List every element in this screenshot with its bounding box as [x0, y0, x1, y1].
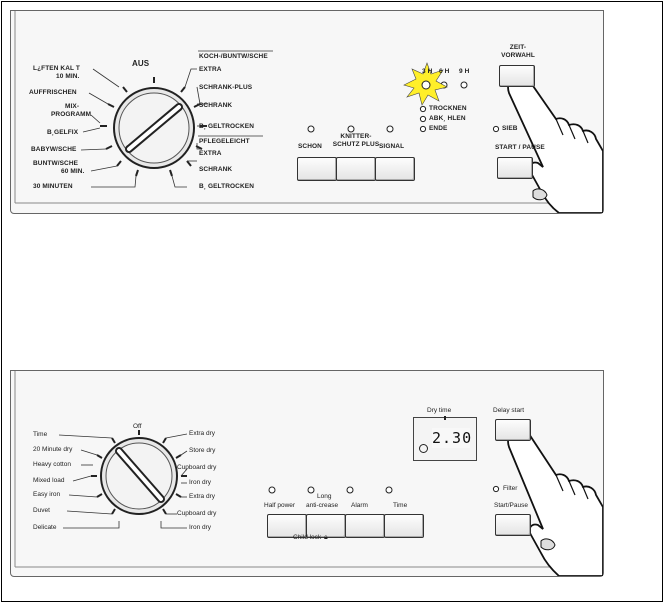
start-pause-label: Start/Pause: [494, 502, 528, 509]
child-lock-label: Child lock: [293, 534, 322, 541]
anti-crease-label: anti-crease: [306, 502, 339, 509]
timer-6h-label: 6 H: [439, 68, 450, 75]
time-label: Time: [393, 502, 408, 509]
pointing-hand-icon: [507, 427, 603, 576]
dial-label-20min: 20 Minute dry: [33, 446, 73, 453]
delay-start-button[interactable]: [495, 419, 531, 441]
dry-time-label: Dry time: [427, 407, 452, 414]
dial-label-ironfix: B¸GELFIX: [47, 129, 79, 136]
lock-icon: 🔒︎: [324, 534, 328, 541]
delay-start-button[interactable]: [499, 65, 535, 87]
start-pause-button[interactable]: [497, 157, 533, 179]
start-pause-label: START / PAUSE: [495, 144, 545, 151]
dial-label-delicate: Delicate: [33, 524, 57, 531]
dial-label-mix: MIX-: [65, 103, 80, 110]
dial-label-iron-2: B¸ GELTROCKEN: [199, 183, 254, 190]
dial-label-air-cold: L¿FTEN KAL T: [33, 65, 80, 72]
dial-label-cook: KOCH-/BUNTW/SCHE: [199, 53, 268, 60]
top-panel-graphics: [14, 11, 603, 213]
dial-label-cupboard-1: SCHRANK: [199, 102, 233, 109]
dial-label-easycare: PFLEGELEICHT: [199, 138, 250, 145]
dial-label-refresh: AUFFRISCHEN: [29, 89, 77, 96]
pointing-hand-icon: [507, 73, 603, 213]
status-cooling: ABK¸ HLEN: [429, 115, 466, 122]
dial-label-program: PROGRAMM: [51, 111, 92, 118]
dial-label-30min: 30 MINUTEN: [33, 183, 73, 190]
dial-label-store-dry: Store dry: [189, 447, 216, 454]
dial-label-10min: 10 MIN.: [56, 73, 80, 80]
dial-label-cupboard-plus: SCHRANK-PLUS: [199, 84, 253, 91]
alarm-button[interactable]: [345, 514, 385, 538]
status-drying: TROCKNEN: [429, 105, 467, 112]
display-value: 2.30: [432, 428, 473, 448]
dial-label-extra-dry-2: Extra dry: [189, 493, 216, 500]
filter-label: Filter: [503, 485, 518, 492]
filter-label: SIEB: [502, 125, 518, 132]
gentle-button[interactable]: [297, 157, 337, 181]
time-button[interactable]: [384, 514, 424, 538]
signal-button[interactable]: [375, 157, 415, 181]
dial-label-extra-dry-1: Extra dry: [189, 430, 216, 437]
timer-9h-label: 9 H: [459, 68, 470, 75]
status-end: ENDE: [429, 125, 448, 132]
dial-label-cupboard-2: SCHRANK: [199, 166, 233, 173]
half-power-label: Half power: [264, 502, 296, 509]
dial-label-iron-dry-2: Iron dry: [189, 524, 212, 531]
dial-label-iron-dry-1: Iron dry: [189, 479, 212, 486]
dial-label-cupboard-dry-2: Cupboard dry: [177, 510, 217, 517]
dial-label-extra-2: EXTRA: [199, 150, 222, 157]
bottom-control-panel: Off Time 20 Minute dry Heavy cotton Mixe…: [10, 370, 604, 577]
gentle-label: SCHON: [298, 143, 322, 150]
dial-label-off: Off: [133, 423, 142, 430]
dial-label-60min: 60 MIN.: [61, 168, 85, 175]
half-power-button[interactable]: [267, 514, 307, 538]
anti-crease-label-1: KNITTER-: [340, 133, 372, 140]
signal-label: SIGNAL: [379, 143, 405, 150]
long-label: Long: [317, 493, 332, 500]
dial-label-mixed: Mixed load: [33, 477, 65, 484]
delay-label-1: ZEIT-: [509, 44, 527, 51]
delay-start-label: Delay start: [493, 407, 525, 414]
clock-icon: [419, 444, 428, 453]
delay-label-2: VORWAHL: [501, 52, 535, 59]
alarm-label: Alarm: [351, 502, 368, 509]
dial-label-time: Time: [33, 431, 48, 438]
bottom-panel-graphics: [14, 371, 603, 576]
timer-3h-label: 3 H: [422, 68, 433, 75]
dial-label-heavy-cotton: Heavy cotton: [33, 461, 71, 468]
dial-label-extra-1: EXTRA: [199, 66, 222, 73]
dial-label-colored: BUNTW/SCHE: [33, 160, 79, 167]
top-control-panel: L¿FTEN KAL T 10 MIN. AUFFRISCHEN MIX- PR…: [10, 10, 604, 214]
dial-label-off: AUS: [132, 59, 150, 68]
start-pause-button[interactable]: [495, 514, 531, 536]
dial-label-easy-iron: Easy iron: [33, 491, 61, 498]
anti-crease-label-2: SCHUTZ PLUS: [332, 141, 380, 148]
anti-crease-plus-button[interactable]: [336, 157, 376, 181]
dry-time-display: 2.30: [413, 416, 477, 461]
dial-label-baby: BABYW/SCHE: [31, 146, 77, 153]
dial-label-cupboard-dry-1: Cupboard dry: [177, 464, 217, 471]
dial-label-iron-1: B¸ GELTROCKEN: [199, 123, 254, 130]
dial-label-duvet: Duvet: [33, 507, 50, 514]
